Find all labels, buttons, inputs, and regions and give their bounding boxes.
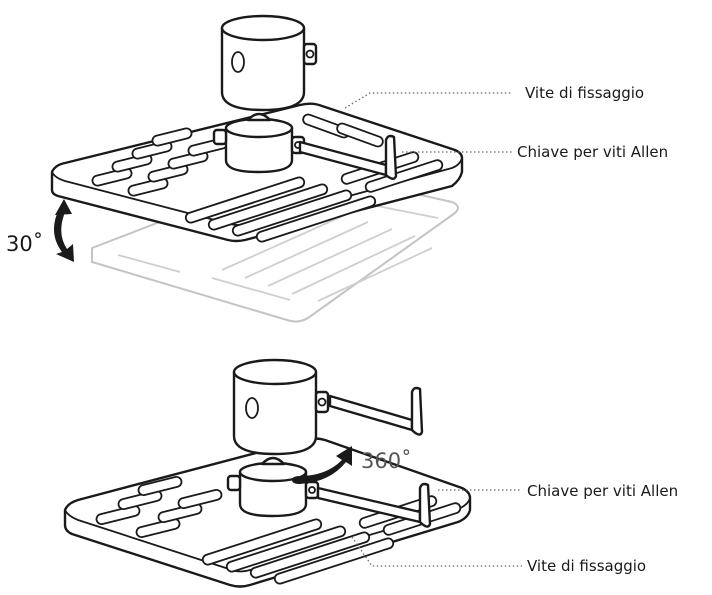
label-allen-key-top: Chiave per viti Allen xyxy=(517,143,668,161)
bottom-column xyxy=(232,358,330,456)
plate-slots-left xyxy=(91,127,229,197)
bottom-plate-slots xyxy=(95,475,462,585)
tilt-arrow xyxy=(53,199,74,262)
plate-slots-long xyxy=(184,113,444,243)
rotation-angle-label: 360˚ xyxy=(361,449,412,473)
bottom-allen-key-shape xyxy=(316,482,432,528)
label-fixing-screw-bottom: Vite di fissaggio xyxy=(527,557,646,575)
label-allen-key-bottom: Chiave per viti Allen xyxy=(527,482,678,500)
top-column xyxy=(220,14,318,112)
top-illustration xyxy=(50,14,512,323)
bottom-illustration xyxy=(63,358,522,588)
bottom-ball-joint xyxy=(226,456,320,518)
label-fixing-screw-top: Vite di fissaggio xyxy=(525,84,644,102)
detached-allen-key xyxy=(328,386,424,436)
top-allen-key-shape xyxy=(298,134,398,180)
rotation-arrow xyxy=(292,446,352,484)
top-ball-joint xyxy=(212,112,306,174)
tilt-angle-label: 30˚ xyxy=(6,232,43,256)
leader-fixing-screw-top xyxy=(344,92,512,109)
